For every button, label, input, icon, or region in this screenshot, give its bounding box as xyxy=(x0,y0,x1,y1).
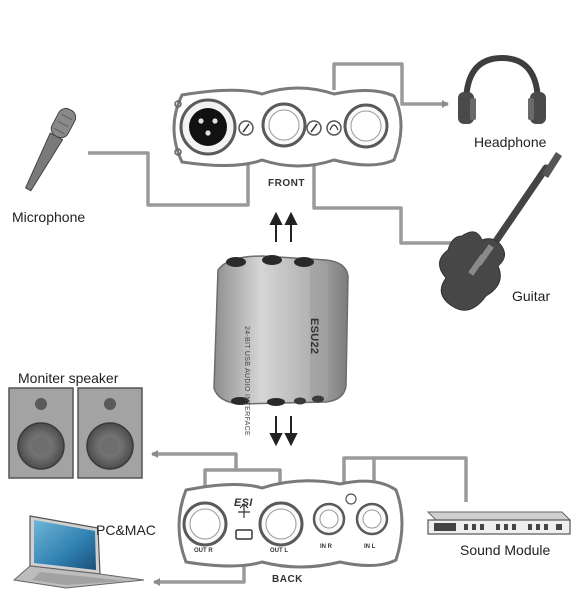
microphone-icon xyxy=(24,107,77,192)
front-panel xyxy=(172,86,403,168)
sound-module-icon xyxy=(426,511,572,535)
jack-label-out-r: OUT R xyxy=(194,548,213,554)
label-microphone: Microphone xyxy=(12,209,86,225)
cable-sound-module xyxy=(340,456,468,502)
label-moniter-speaker: Moniter speaker xyxy=(18,370,119,386)
label-sound-module: Sound Module xyxy=(460,542,551,558)
device-model: ESU22 xyxy=(308,318,320,355)
back-panel xyxy=(177,479,404,569)
label-headphone: Headphone xyxy=(474,134,547,150)
guitar-icon xyxy=(439,152,562,311)
jack-label-out-l: OUT L xyxy=(270,548,288,554)
jack-label-in-l: IN L xyxy=(364,544,376,550)
headphone-small-icon xyxy=(326,120,342,136)
speaker-left xyxy=(8,387,74,479)
signal-arrows xyxy=(269,211,298,447)
label-back: BACK xyxy=(272,574,303,585)
label-pc-mac: PC&MAC xyxy=(96,522,156,538)
device-subtitle: 24-BIT USB AUDIO INTERFACE xyxy=(243,326,250,436)
esu22-device xyxy=(213,255,349,406)
speaker-right xyxy=(77,387,143,479)
cable-microphone xyxy=(88,130,250,207)
cable-guitar xyxy=(312,134,466,245)
label-guitar: Guitar xyxy=(512,288,551,304)
laptop-icon xyxy=(12,515,145,589)
jack-label-in-r: IN R xyxy=(320,544,332,550)
device-brand: ESI xyxy=(234,497,253,509)
cable-speakers xyxy=(151,450,238,470)
usb-port xyxy=(235,503,253,540)
headphone-icon xyxy=(458,54,546,124)
label-front: FRONT xyxy=(268,178,305,189)
cable-headphone xyxy=(332,62,449,108)
